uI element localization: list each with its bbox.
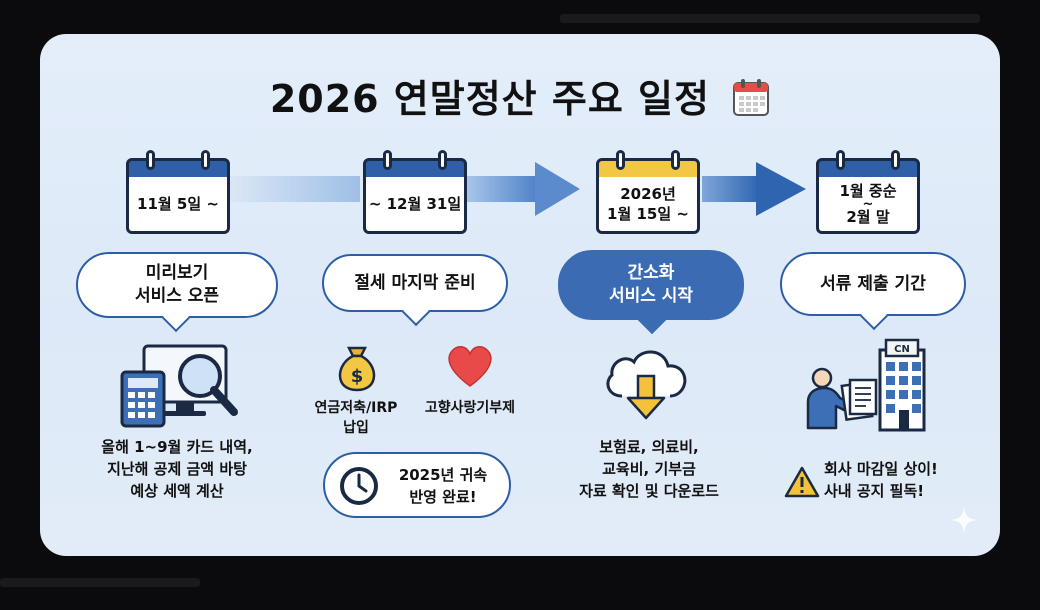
- date-step-3-line1: 2026년: [620, 185, 676, 203]
- bubble-step-2-line1: 절세 마지막 준비: [354, 272, 476, 293]
- calculator-search-icon: [120, 340, 242, 432]
- infographic-card: 2026 연말정산 주요 일정: [40, 34, 1000, 556]
- bubble-step-3-line1: 간소화: [627, 263, 675, 283]
- calendar-step-1: 11월 5일 ~: [126, 150, 230, 234]
- note-pill: 2025년 귀속 반영 완료!: [323, 452, 511, 518]
- desc-step-1: 올해 1~9월 카드 내역, 지난해 공제 금액 바탕 예상 세액 계산: [70, 436, 284, 502]
- bubble-step-1-line2: 서비스 오픈: [134, 286, 220, 306]
- date-step-4-line1: 1월 중순: [839, 181, 897, 200]
- calendar-step-4: 1월 중순 ~ 2월 말: [816, 150, 920, 234]
- arrow-2: [466, 162, 580, 216]
- money-bag-icon: $: [332, 338, 382, 398]
- note-text: 2025년 귀속 반영 완료!: [383, 464, 503, 508]
- warning-icon: [784, 466, 820, 502]
- desc-step-3-line2: 교육비, 기부금: [602, 460, 696, 478]
- item-hometown-label: 고향사랑기부제: [424, 400, 516, 416]
- warning-text: 회사 마감일 상이! 사내 공지 필독!: [824, 458, 954, 502]
- bubble-step-4: 서류 제출 기간: [780, 252, 966, 316]
- building-sign: CN: [894, 344, 910, 355]
- desc-step-3: 보험료, 의료비, 교육비, 기부금 자료 확인 및 다운로드: [554, 436, 744, 502]
- title-text: 2026 연말정산 주요 일정: [269, 77, 710, 121]
- page-title: 2026 연말정산 주요 일정: [40, 68, 1000, 126]
- desc-step-3-line1: 보험료, 의료비,: [599, 438, 699, 456]
- item-pension-line2: 납입: [343, 420, 369, 436]
- bubble-step-4-line1: 서류 제출 기간: [820, 273, 926, 294]
- heart-icon: [444, 342, 496, 392]
- calendar-step-3: 2026년 1월 15일 ~: [596, 150, 700, 234]
- sparkle-icon: [948, 504, 980, 540]
- desc-step-1-line1: 올해 1~9월 카드 내역,: [101, 438, 253, 456]
- item-hometown-donation: 고향사랑기부제: [414, 398, 526, 418]
- warning-line1: 회사 마감일 상이!: [824, 460, 938, 478]
- calendar-icon: [732, 77, 770, 126]
- warning-line2: 사내 공지 필독!: [824, 482, 925, 500]
- bubble-step-3-line2: 서비스 시작: [608, 286, 694, 306]
- item-pension: 연금저축/IRP 납입: [304, 398, 408, 438]
- timeline-arrows: [230, 162, 806, 216]
- arrow-3: [702, 162, 806, 216]
- date-step-4-tilde: ~: [862, 196, 874, 212]
- note-line1: 2025년 귀속: [398, 466, 488, 484]
- bubble-step-1-line1: 미리보기: [145, 263, 209, 283]
- svg-text:$: $: [351, 366, 364, 387]
- date-step-2: ~ 12월 31일: [368, 195, 462, 213]
- desc-step-1-line2: 지난해 공제 금액 바탕: [107, 460, 247, 478]
- document-submit-icon: CN: [804, 336, 928, 436]
- clock-icon: [339, 466, 379, 510]
- date-step-3-line2: 1월 15일 ~: [607, 205, 689, 223]
- cloud-download-icon: [600, 342, 692, 426]
- desc-step-1-line3: 예상 세액 계산: [130, 482, 224, 500]
- note-line2: 반영 완료!: [409, 488, 477, 506]
- calendar-step-2: ~ 12월 31일: [363, 150, 467, 234]
- date-step-4-line2: 2월 말: [846, 207, 890, 226]
- item-pension-line1: 연금저축/IRP: [314, 400, 398, 416]
- desc-step-3-line3: 자료 확인 및 다운로드: [579, 482, 719, 500]
- date-step-1: 11월 5일 ~: [137, 195, 219, 213]
